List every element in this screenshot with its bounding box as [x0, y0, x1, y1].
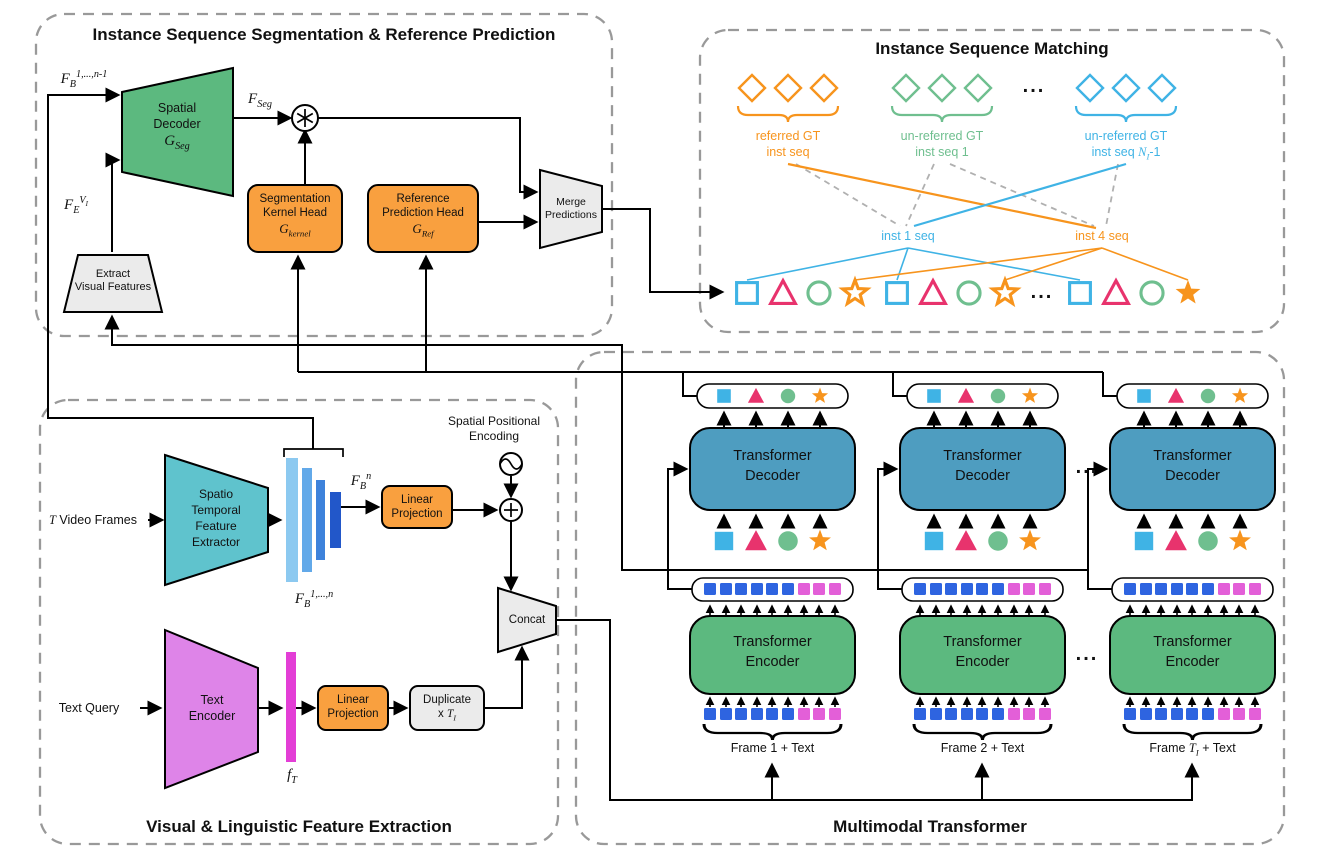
gt3-underbrace-icon [1074, 104, 1178, 124]
video-frames-label: T Video Frames [48, 513, 137, 527]
text-feature-bar [286, 652, 296, 762]
inst1-seq-label: inst 1 seq [881, 229, 935, 243]
wire-merge-to-matching [602, 208, 725, 300]
gt-diamond-icons [737, 73, 1177, 103]
backbone-feature-bars [286, 458, 341, 582]
ref-head-label: Reference Prediction Head GRef [382, 193, 464, 239]
conv-operator-icon [291, 104, 319, 132]
mmt-column-2 [878, 372, 1065, 740]
predicted-instance-shape-icons [735, 278, 1201, 306]
spatio-temporal-extractor-shape [164, 453, 269, 587]
gt1-underbrace-icon [736, 104, 840, 124]
inst4-seq-label: inst 4 seq [1075, 229, 1129, 243]
segmentation-section-title: Instance Sequence Segmentation & Referen… [92, 25, 556, 44]
kernel-head-label: Segmentation Kernel Head Gkernel [259, 193, 331, 239]
frame1-label: Frame 1 + Text [730, 741, 815, 755]
concat-shape [497, 586, 557, 654]
merge-predictions-shape [539, 168, 603, 250]
wire-memory-to-extract [104, 314, 1088, 571]
feature-bars-bracket [283, 448, 344, 457]
mmt-column-1 [668, 372, 855, 740]
fe-label: FEVI [64, 195, 88, 216]
unreferred-gtn-label: un-referred GT inst seq NI-1 [1084, 129, 1168, 162]
linear-projection-visual-box [381, 485, 453, 529]
instance-sequence-fan-lines [746, 247, 1189, 281]
wire-duplicate-to-concat [484, 645, 530, 709]
positional-encoding-icon [499, 452, 523, 476]
spatial-decoder-label: Spatial Decoder GSeg [153, 101, 201, 152]
mmt-section-title: Multimodal Transformer [833, 817, 1027, 836]
wire-conv-to-merge [318, 117, 539, 200]
encoder-ellipsis: ... [1075, 643, 1099, 665]
extract-visual-features-shape [62, 254, 164, 313]
matching-section-box [698, 28, 1286, 334]
add-operator-icon [499, 498, 523, 522]
frame3-label: Frame TI + Text [1149, 741, 1236, 758]
ft-label: fT [287, 767, 297, 786]
fb-all-label: FB1,...,n [294, 589, 334, 610]
feature-extraction-section-box [38, 398, 560, 846]
gt-ellipsis: ... [1022, 75, 1046, 97]
concat-label: Concat [508, 614, 546, 626]
spatial-decoder-shape [121, 66, 234, 198]
frame2-label: Frame 2 + Text [940, 741, 1025, 755]
pred-shapes-ellipsis: ... [1030, 281, 1054, 303]
multimodal-transformer-section-box [574, 350, 1286, 846]
mmt-column-3 [1088, 372, 1275, 740]
matching-section-title: Instance Sequence Matching [875, 39, 1109, 58]
decoder-ellipsis: ... [1075, 456, 1099, 478]
text-query-label: Text Query [58, 701, 120, 715]
wire-backbone-features [47, 87, 314, 449]
text-encoder-shape [164, 628, 259, 790]
fb-input-label: FB1,...,n-1 [60, 69, 108, 90]
matching-assignment-lines [787, 162, 1127, 230]
segmentation-kernel-head-box [247, 184, 343, 253]
gt2-underbrace-icon [890, 104, 994, 124]
fseg-label: FSeg [248, 91, 272, 110]
fb-n-label: FBn [350, 471, 372, 492]
duplicate-label: Duplicate x TI [423, 694, 471, 723]
wire-extract-to-decoder [105, 152, 121, 252]
wire-concat-distribution [556, 619, 1200, 801]
feature-section-title: Visual & Linguistic Feature Extraction [146, 817, 452, 836]
reference-prediction-head-box [367, 184, 479, 253]
